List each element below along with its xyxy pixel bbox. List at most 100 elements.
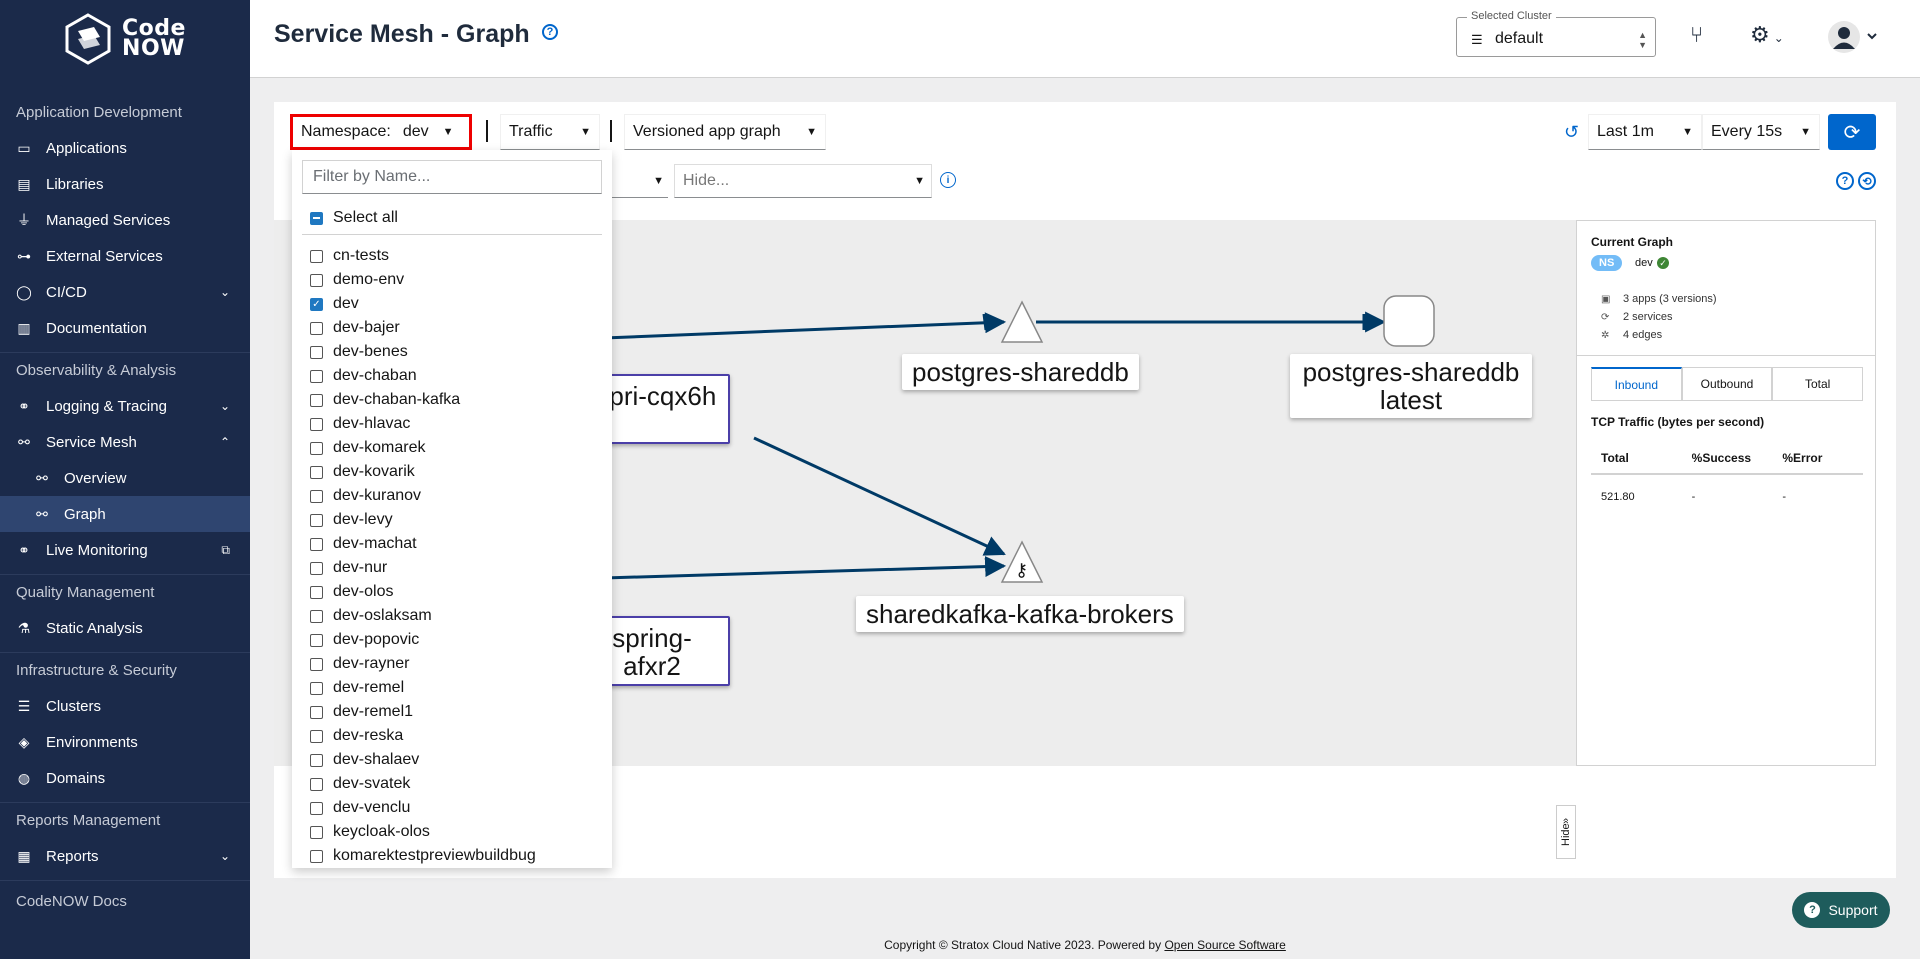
checkbox-icon[interactable] [310,273,323,287]
namespace-option[interactable]: komarektestpreviewbuildbug [310,844,600,868]
checkbox-icon[interactable] [310,345,323,359]
find-dropdown-toggle[interactable]: ▼ [612,164,668,198]
sidebar-item-libraries[interactable]: ▤Libraries [17,175,104,193]
checkbox-icon[interactable] [310,825,323,839]
sidebar-item-overview[interactable]: ⚯Overview [0,460,250,496]
tab-inbound[interactable]: Inbound [1591,367,1682,400]
sidebar-item-external-services[interactable]: ⊶External Services [17,247,163,265]
checkbox-icon[interactable] [310,609,323,623]
history-icon[interactable]: ↺ [1564,121,1580,142]
checkbox-icon[interactable] [310,561,323,575]
checkbox-checked-icon[interactable]: ✓ [310,297,323,311]
namespace-name[interactable]: dev [1635,257,1653,269]
namespace-option[interactable]: dev-kovarik [310,460,600,484]
help-icon[interactable]: ? [542,24,558,40]
checkbox-icon[interactable] [310,753,323,767]
caret-down-icon: ▼ [1682,126,1693,138]
sidebar-item-domains[interactable]: ◍Domains [17,769,106,787]
namespace-option[interactable]: dev-popovic [310,628,600,652]
sidebar-item-reports[interactable]: ▦Reports⌄ [17,847,230,865]
namespace-option[interactable]: dev-oslaksam [310,604,600,628]
checkbox-icon[interactable] [310,705,323,719]
checkbox-icon[interactable] [310,633,323,647]
sidebar-item-documentation[interactable]: ▥Documentation [17,319,147,337]
select-all-checkbox[interactable]: Select all [310,204,398,232]
namespace-option[interactable]: ✓dev [310,292,600,316]
app-node-label-postgres[interactable]: postgres-shareddb latest [1290,354,1532,418]
namespace-option[interactable]: dev-machat [310,532,600,556]
checkbox-icon[interactable] [310,441,323,455]
namespace-option[interactable]: dev-remel [310,676,600,700]
namespace-option[interactable]: keycloak-olos [310,820,600,844]
checkbox-icon[interactable] [310,657,323,671]
namespace-option[interactable]: demo-env [310,268,600,292]
sidebar-item-clusters[interactable]: ☰Clusters [17,697,102,715]
sidebar-item-managed-services[interactable]: ⏚Managed Services [17,211,171,229]
cluster-select[interactable]: Selected Cluster ☰ default ▲▼ [1456,10,1656,57]
info-icon[interactable]: i [940,172,956,188]
namespace-option[interactable]: dev-chaban-kafka [310,388,600,412]
sidebar-item-graph[interactable]: ⚯Graph [0,496,250,532]
refresh-button[interactable]: ⟳ [1828,114,1876,150]
brand-logo[interactable]: Code NOW [0,0,250,78]
checkbox-icon[interactable] [310,249,323,263]
namespace-option[interactable]: dev-levy [310,508,600,532]
tab-total[interactable]: Total [1772,367,1864,400]
namespace-option[interactable]: dev-benes [310,340,600,364]
namespace-option[interactable]: dev-reska [310,724,600,748]
traffic-dropdown[interactable]: Traffic▼ [500,114,600,150]
checkbox-icon[interactable] [310,777,323,791]
sidebar-item-applications[interactable]: ▭Applications [17,139,127,157]
graph-type-dropdown[interactable]: Versioned app graph▼ [624,114,826,150]
checkbox-icon[interactable] [310,489,323,503]
service-node-label-postgres[interactable]: postgres-shareddb [902,354,1139,390]
gear-icon[interactable]: ⚙⌄ [1750,22,1784,47]
checkbox-icon[interactable] [310,681,323,695]
checkbox-icon[interactable] [310,465,323,479]
checkbox-icon[interactable] [310,729,323,743]
tab-outbound[interactable]: Outbound [1681,367,1773,400]
namespace-option[interactable]: dev-shalaev [310,748,600,772]
sidebar-item-logging-tracing[interactable]: ⚭Logging & Tracing⌄ [0,388,250,424]
namespace-option[interactable]: dev-venclu [310,796,600,820]
checkbox-icon[interactable] [310,585,323,599]
sidebar-item-service-mesh[interactable]: ⚯Service Mesh⌃ [0,424,250,460]
open-source-link[interactable]: Open Source Software [1164,938,1286,952]
sidebar-item-codenow-docs[interactable]: CodeNOW Docs [0,880,250,922]
sidebar-item-cicd[interactable]: ◯CI/CD⌄ [16,283,230,301]
refresh-interval-dropdown[interactable]: Every 15s▼ [1702,114,1820,150]
checkbox-icon[interactable] [310,393,323,407]
support-button[interactable]: ? Support [1792,892,1890,928]
service-node-label-kafka[interactable]: sharedkafka-kafka-brokers [856,596,1184,632]
namespace-option[interactable]: dev-rayner [310,652,600,676]
namespace-option[interactable]: cn-tests [310,244,600,268]
namespace-option[interactable]: dev-komarek [310,436,600,460]
checkbox-icon[interactable] [310,849,323,863]
namespace-filter-input[interactable]: Filter by Name... [302,160,602,194]
sidebar-item-environments[interactable]: ◈Environments [0,724,250,760]
graph-settings-icon[interactable]: ⟲ [1858,172,1876,190]
duration-dropdown[interactable]: Last 1m▼ [1588,114,1702,150]
hide-panel-tab[interactable]: Hide » [1556,805,1576,859]
checkbox-icon[interactable] [310,369,323,383]
namespace-option[interactable]: dev-svatek [310,772,600,796]
namespace-option[interactable]: dev-remel1 [310,700,600,724]
namespace-option[interactable]: dev-nur [310,556,600,580]
checkbox-icon[interactable] [310,537,323,551]
git-branch-icon[interactable]: ⑂ [1690,22,1704,47]
namespace-option[interactable]: dev-chaban [310,364,600,388]
user-avatar-icon[interactable] [1828,20,1884,60]
checkbox-icon[interactable] [310,321,323,335]
hide-input[interactable]: Hide... ▼ [674,164,932,198]
sidebar-item-static-analysis[interactable]: ⚗Static Analysis [17,619,143,637]
namespace-option[interactable]: dev-bajer [310,316,600,340]
checkbox-icon[interactable] [310,513,323,527]
namespace-option[interactable]: dev-hlavac [310,412,600,436]
sidebar-item-live-monitoring[interactable]: ⚭Live Monitoring⧉ [0,532,250,568]
help-icon[interactable]: ? [1836,172,1854,190]
namespace-dropdown[interactable]: Namespace: dev ▼ [290,114,472,150]
checkbox-icon[interactable] [310,417,323,431]
namespace-option[interactable]: dev-olos [310,580,600,604]
checkbox-icon[interactable] [310,801,323,815]
namespace-option[interactable]: dev-kuranov [310,484,600,508]
